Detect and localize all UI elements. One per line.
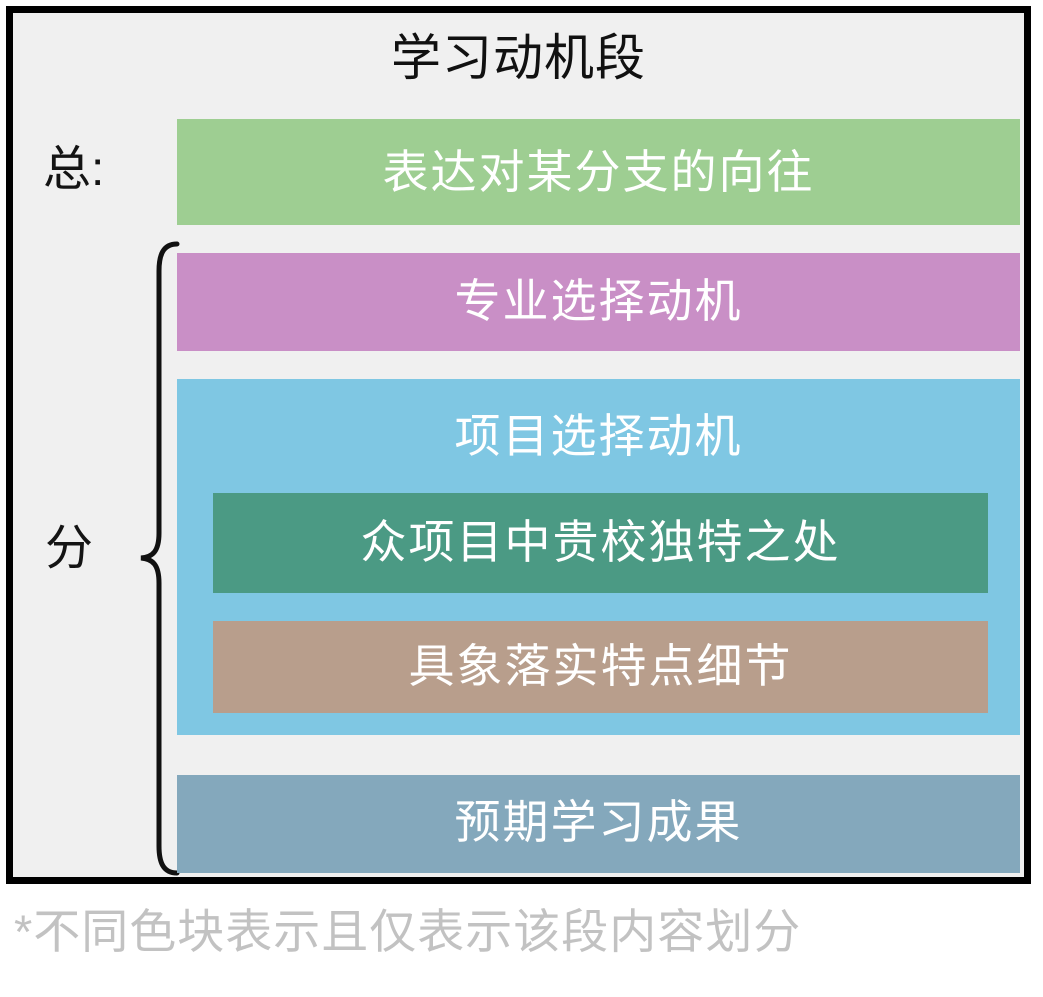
block-aspiration-label: 表达对某分支的向往 (382, 146, 815, 198)
diagram-panel: 学习动机段 总: 分 表达对某分支的向往 专业选择动机 项目选择动机 众项目中贵… (6, 6, 1031, 884)
block-expected-outcome-label: 预期学习成果 (454, 796, 743, 848)
block-aspiration: 表达对某分支的向往 (177, 119, 1020, 225)
block-concrete-details: 具象落实特点细节 (213, 621, 988, 713)
block-major-motive-label: 专业选择动机 (454, 275, 743, 327)
page-title: 学习动机段 (391, 30, 646, 86)
side-label-summary: 总: (43, 143, 105, 196)
block-uniqueness: 众项目中贵校独特之处 (213, 493, 988, 593)
footnote-text: *不同色块表示且仅表示该段内容划分 (14, 905, 802, 958)
block-concrete-details-label: 具象落实特点细节 (408, 640, 793, 692)
block-uniqueness-label: 众项目中贵校独特之处 (360, 516, 841, 568)
block-expected-outcome: 预期学习成果 (177, 775, 1020, 873)
side-label-detail: 分 (45, 522, 94, 575)
block-major-motive: 专业选择动机 (177, 253, 1020, 351)
curly-brace-icon (137, 241, 181, 876)
block-program-motive-label: 项目选择动机 (454, 410, 743, 462)
